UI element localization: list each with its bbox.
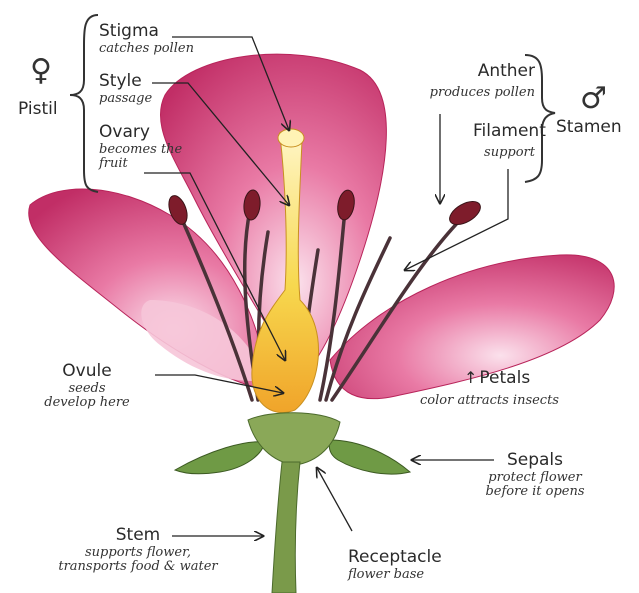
- stigma-label: Stigma catches pollen: [99, 22, 194, 56]
- filament-title-wrap: Filament: [473, 122, 535, 142]
- pistil-title: Pistil: [18, 100, 58, 120]
- filament-title: Filament: [473, 122, 535, 142]
- ovule-desc-1: seeds: [22, 382, 152, 397]
- stigma-desc: catches pollen: [99, 42, 194, 57]
- receptacle-label: Receptacle flower base: [348, 548, 442, 582]
- ovary-title: Ovary: [99, 123, 182, 143]
- anther-desc-wrap: produces pollen: [387, 86, 535, 101]
- sepals-title: Sepals: [460, 451, 610, 471]
- ovule-title: Ovule: [22, 362, 152, 382]
- stigma-shape: [278, 129, 304, 147]
- stamen-label: Stamen: [556, 118, 622, 138]
- stigma-title: Stigma: [99, 22, 194, 42]
- sepals-desc-2: before it opens: [460, 485, 610, 500]
- petals-title-row: ↑Petals: [464, 369, 530, 389]
- style-title: Style: [99, 72, 152, 92]
- sepals-label: Sepals protect flower before it opens: [460, 451, 610, 500]
- pistil-label: Pistil: [18, 100, 58, 120]
- female-symbol-icon: ♀: [30, 56, 52, 86]
- ovary-desc-2: fruit: [99, 157, 182, 172]
- stem-title: Stem: [18, 526, 258, 546]
- ovary-desc-1: becomes the: [99, 143, 182, 158]
- stamen-title: Stamen: [556, 118, 622, 138]
- anther-desc: produces pollen: [387, 86, 535, 101]
- petals-title-wrap: ↑Petals: [464, 369, 530, 389]
- filament-desc-wrap: support: [463, 146, 535, 161]
- anther-title: Anther: [467, 62, 535, 82]
- petals-desc: color attracts insects: [420, 394, 559, 409]
- stem-desc-1: supports flower,: [18, 546, 258, 561]
- ovule-desc-2: develop here: [22, 396, 152, 411]
- male-symbol-icon: ♂: [580, 84, 607, 114]
- up-arrow-icon: ↑: [464, 368, 477, 387]
- filament-desc: support: [463, 146, 535, 161]
- stem-desc-2: transports food & water: [18, 560, 258, 575]
- petals-desc-wrap: color attracts insects: [420, 394, 559, 409]
- sepal-right: [329, 440, 410, 474]
- petals-title: Petals: [479, 368, 530, 388]
- ovary-label: Ovary becomes the fruit: [99, 123, 182, 172]
- receptacle-title: Receptacle: [348, 548, 442, 568]
- stem-label: Stem supports flower, transports food & …: [18, 526, 258, 575]
- stem-shape: [272, 462, 300, 593]
- ovule-label: Ovule seeds develop here: [22, 362, 152, 411]
- anther-title-wrap: Anther: [467, 62, 535, 82]
- receptacle-shape: [248, 413, 340, 465]
- sepals-desc-1: protect flower: [460, 471, 610, 486]
- sepal-left: [175, 442, 265, 474]
- style-label: Style passage: [99, 72, 152, 106]
- style-desc: passage: [99, 92, 152, 107]
- pistil-brace: [70, 15, 98, 192]
- receptacle-desc: flower base: [348, 568, 442, 583]
